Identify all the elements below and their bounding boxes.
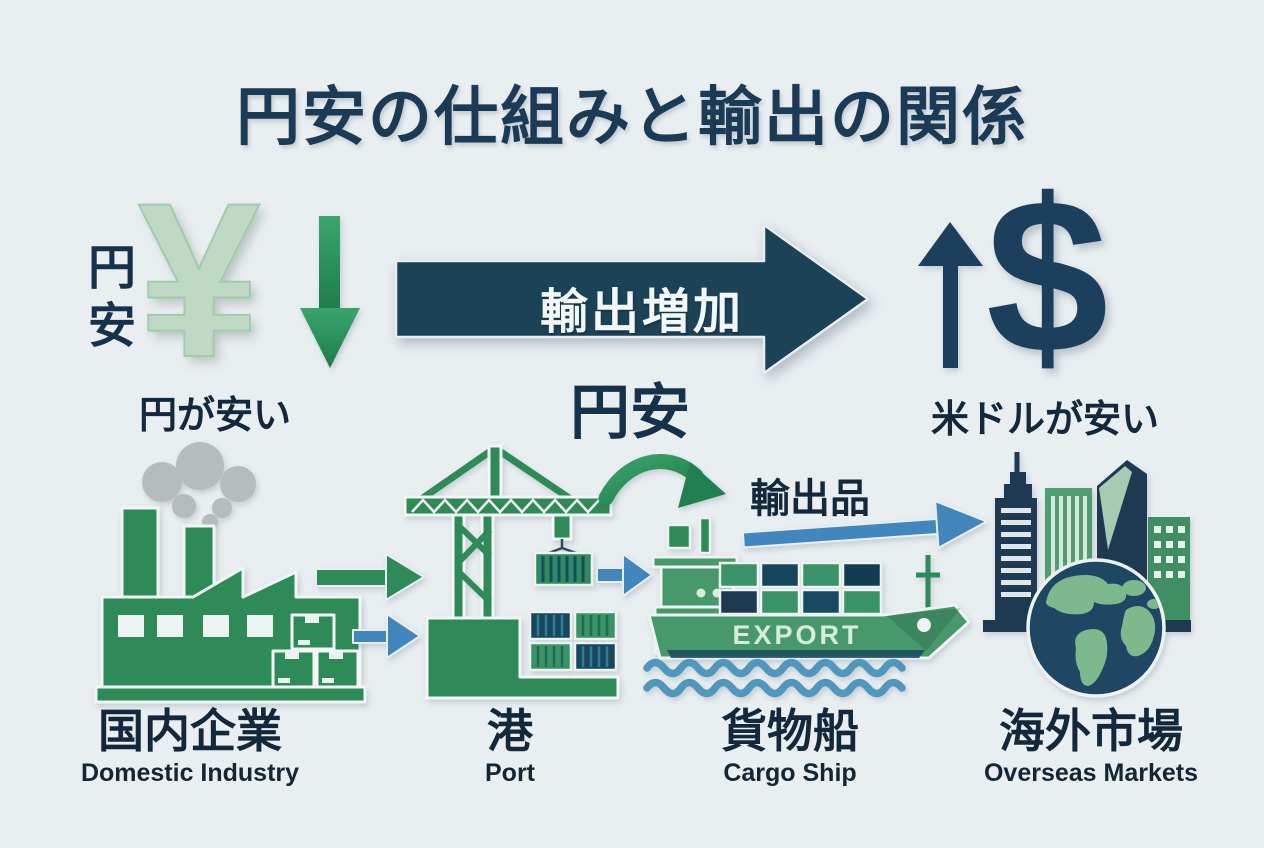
dollar-cheap-caption: 米ドルが安い (930, 399, 1159, 441)
yen-weak-center-caption: 円安 (570, 379, 690, 446)
factory-icon (94, 442, 367, 704)
ship-hull-text: EXPORT (732, 620, 861, 650)
factory-to-port-blue-arrow-icon (352, 613, 421, 659)
station-label-overseas-markets-ja: 海外市場 (999, 705, 1183, 757)
port-to-ship-blue-arrow-icon (596, 553, 653, 597)
porthole-icon (917, 618, 931, 632)
station-label-cargo-ship-ja: 貨物船 (721, 705, 859, 757)
export-increase-arrow-icon (394, 223, 870, 375)
dollar-symbol: $ (986, 153, 1109, 399)
ship-mast-icon (916, 555, 940, 613)
factory-to-port-green-arrow-icon (315, 553, 425, 601)
station-label-cargo-ship-en: Cargo Ship (723, 759, 857, 787)
yen-down-arrow-icon (300, 216, 360, 368)
crane-to-ship-curved-arrow-icon (598, 454, 726, 508)
station-label-domestic-industry-ja: 国内企業 (98, 705, 282, 757)
export-goods-label: 輸出品 (750, 477, 870, 521)
station-label-overseas-markets-en: Overseas Markets (983, 759, 1199, 787)
station-label-port-ja: 港 (487, 705, 533, 757)
export-goods-blue-arrow-icon (741, 500, 988, 549)
cargo-ship-icon: EXPORT (643, 516, 971, 698)
page-title: 円安の仕組みと輸出の関係 (236, 81, 1028, 153)
station-label-domestic-industry-en: Domestic Industry (80, 759, 300, 787)
yen-cheap-caption: 円が安い (138, 395, 291, 437)
yen-weak-side-label: 円安 (80, 242, 133, 358)
globe-icon (1026, 558, 1166, 698)
station-label-port-en: Port (485, 759, 535, 787)
port-crane-icon (403, 444, 620, 700)
dollar-up-arrow-icon (918, 222, 983, 368)
export-increase-label: 輸出増加 (539, 286, 744, 339)
deck-containers-icon (718, 561, 883, 616)
waves-icon (643, 658, 906, 698)
container-stack-icon (528, 610, 618, 672)
overseas-city-globe-icon (983, 452, 1191, 698)
yen-symbol: ¥ (137, 157, 261, 403)
